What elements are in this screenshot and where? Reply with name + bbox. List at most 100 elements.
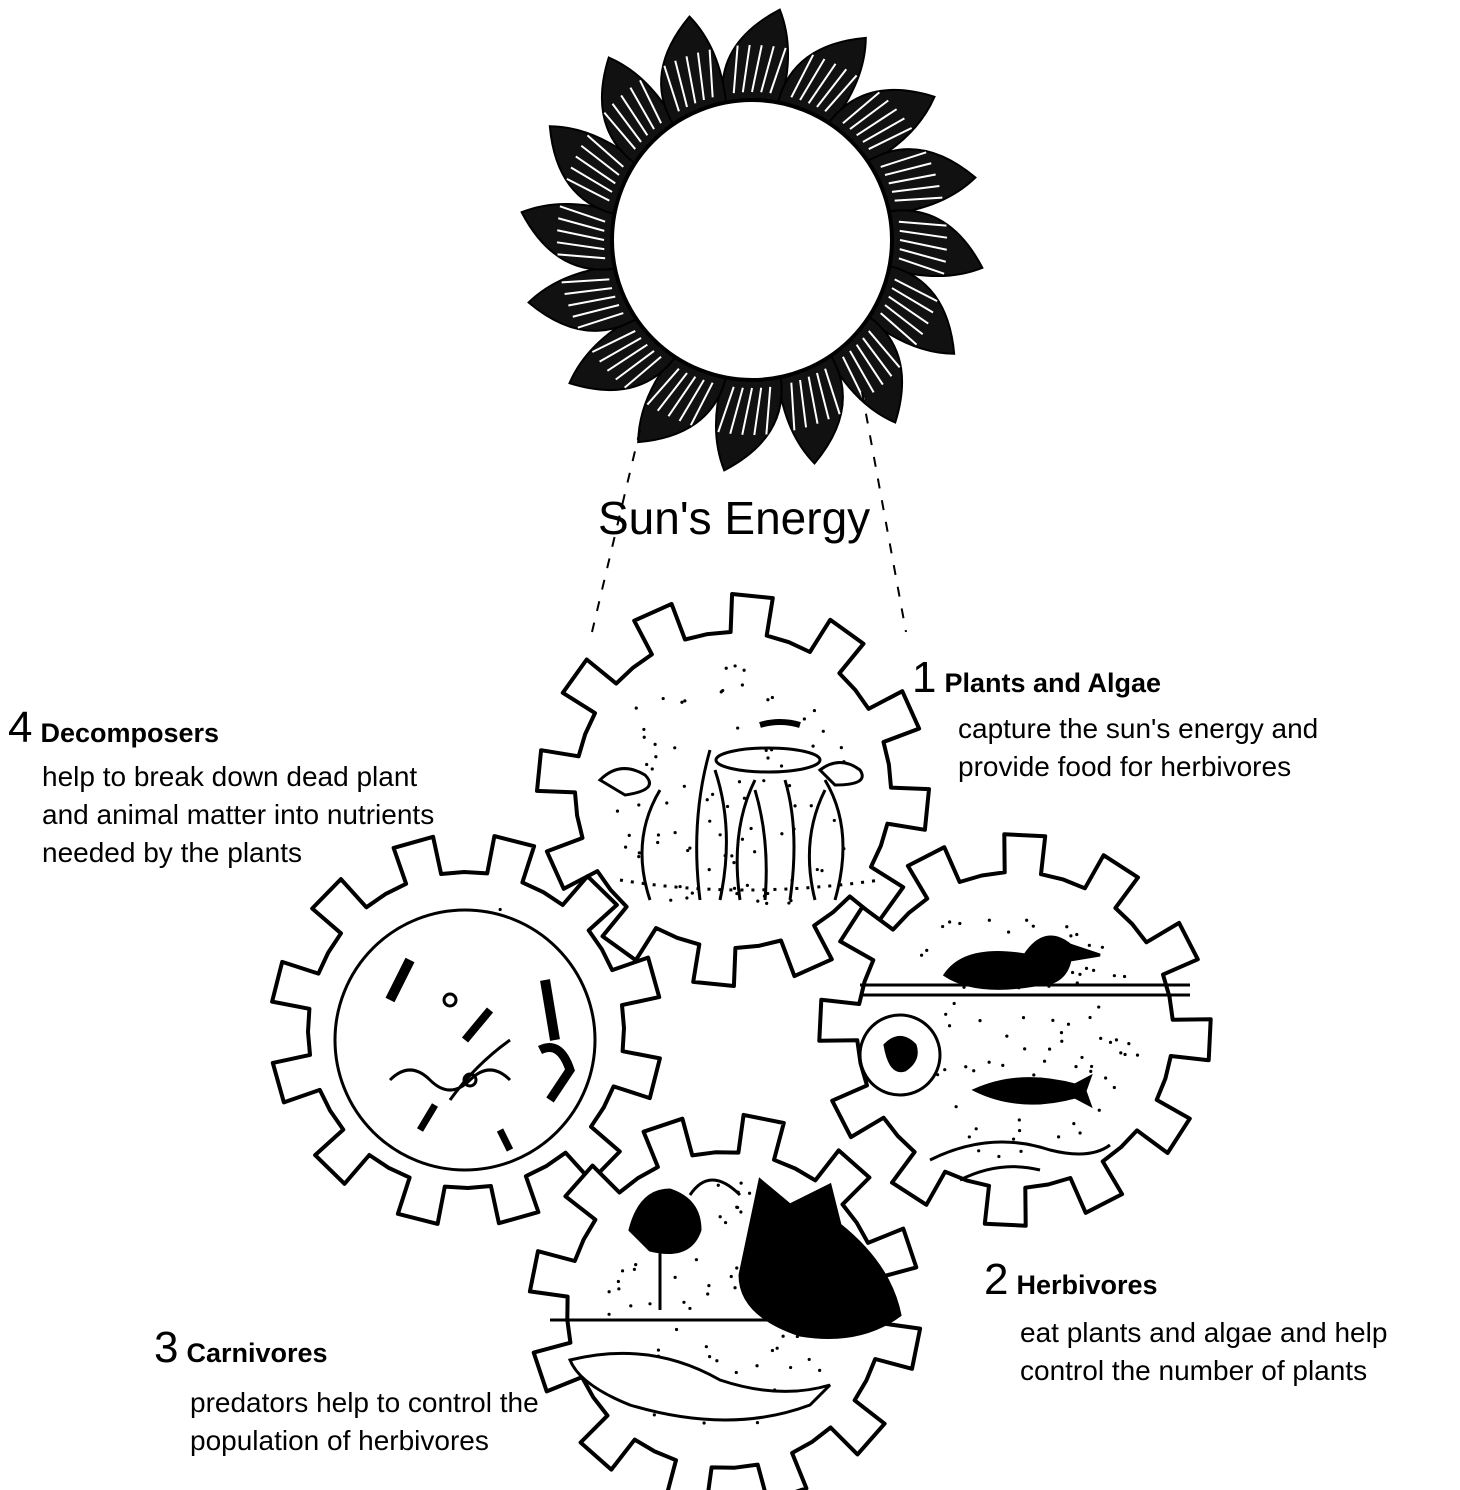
stipple-dot (1065, 925, 1068, 928)
stipple-dot (810, 804, 813, 807)
stipple-dot (816, 868, 819, 871)
diagram-title: Sun's Energy (598, 492, 870, 544)
stipple-dot (607, 1313, 610, 1316)
stipple-dot (789, 1366, 792, 1369)
stipple-dot (780, 832, 783, 835)
stipple-dot (638, 851, 641, 854)
stipple-dot (1088, 1016, 1091, 1019)
stipple-dot (1048, 1048, 1051, 1051)
stipple-dot (755, 1364, 758, 1367)
stipple-dot (735, 1371, 738, 1374)
stipple-dot (1109, 1041, 1112, 1044)
stipple-dot (765, 902, 768, 905)
stage-1-description: capture the sun's energy and provide foo… (958, 710, 1318, 786)
stipple-dot (1090, 1065, 1093, 1068)
stipple-dot (715, 1359, 718, 1362)
stipple-dot (925, 949, 928, 952)
stage-2-label: 2 Herbivores (984, 1258, 1158, 1302)
stipple-dot (739, 1210, 742, 1213)
stipple-dot (702, 1421, 705, 1424)
stipple-dot (682, 1301, 685, 1304)
stipple-dot (977, 1149, 980, 1152)
stipple-dot (624, 845, 627, 848)
stipple-dot (738, 780, 741, 783)
stage-1-number: 1 (912, 653, 936, 702)
stipple-dot (975, 1127, 978, 1130)
stipple-dot (621, 1269, 624, 1272)
stipple-dot (657, 833, 660, 836)
stipple-dot (683, 699, 686, 702)
stipple-dot (653, 1413, 656, 1416)
stipple-dot (1074, 1065, 1077, 1068)
stipple-dot (762, 779, 765, 782)
stipple-dot (741, 838, 744, 841)
stage-4-description: help to break down dead plant and animal… (42, 758, 434, 872)
stipple-dot (707, 1284, 710, 1287)
sun-icon (522, 10, 983, 471)
stipple-dot (669, 899, 672, 902)
stipple-dot (1032, 1073, 1035, 1076)
stipple-dot (1119, 1051, 1122, 1054)
stipple-dot (1022, 1016, 1025, 1019)
stipple-dot (1113, 1086, 1116, 1089)
stipple-dot (733, 1286, 736, 1289)
stipple-dot (1123, 975, 1126, 978)
stipple-dot (740, 1181, 743, 1184)
stage-1-heading: Plants and Algae (944, 668, 1161, 698)
stipple-dot (1097, 1005, 1100, 1008)
stipple-dot (988, 1061, 991, 1064)
sun-flame (889, 210, 982, 276)
stipple-dot (685, 896, 688, 899)
stipple-dot (803, 717, 806, 720)
stipple-dot (656, 841, 659, 844)
stage-2-heading: Herbivores (1016, 1270, 1157, 1300)
stipple-dot (978, 1019, 981, 1022)
stipple-dot (944, 1013, 947, 1016)
stipple-dot (616, 810, 619, 813)
stipple-dot (753, 850, 756, 853)
stipple-dot (1104, 1076, 1107, 1079)
stipple-dot (711, 793, 714, 796)
stipple-dot (665, 801, 668, 804)
stipple-dot (766, 756, 769, 759)
stipple-dot (657, 1348, 660, 1351)
stipple-dot (608, 1290, 611, 1293)
stipple-dot (782, 1335, 785, 1338)
stipple-dot (1018, 1118, 1021, 1121)
stipple-dot (1019, 1150, 1022, 1153)
stipple-dot (654, 743, 657, 746)
stipple-dot (688, 846, 691, 849)
stipple-dot (1088, 944, 1091, 947)
stipple-dot (920, 954, 923, 957)
stipple-dot (643, 736, 646, 739)
stipple-dot (1005, 1035, 1008, 1038)
stipple-dot (628, 834, 631, 837)
stage-1-label: 1 Plants and Algae (912, 656, 1161, 700)
stipple-dot (617, 1280, 620, 1283)
stipple-dot (818, 1369, 821, 1372)
stipple-dot (1007, 930, 1010, 933)
sun-flame (722, 10, 788, 103)
stipple-dot (766, 698, 769, 701)
stage-3-heading: Carnivores (186, 1338, 327, 1368)
stage-2-number: 2 (984, 1255, 1008, 1304)
stipple-dot (719, 1215, 722, 1218)
stipple-dot (1072, 1122, 1075, 1125)
stipple-dot (1018, 1129, 1021, 1132)
stage-4-heading: Decomposers (40, 718, 219, 748)
stipple-dot (705, 1345, 708, 1348)
stipple-dot (748, 1192, 751, 1195)
stipple-dot (633, 1268, 636, 1271)
sun-flame (522, 204, 615, 270)
stipple-dot (678, 885, 681, 888)
stipple-dot (717, 1184, 720, 1187)
stipple-dot (1085, 967, 1088, 970)
stipple-dot (708, 868, 711, 871)
stipple-dot (958, 922, 961, 925)
stipple-dot (1060, 1031, 1063, 1034)
stipple-dot (972, 1069, 975, 1072)
stipple-dot (733, 887, 736, 890)
stipple-dot (820, 869, 823, 872)
stipple-dot (793, 804, 796, 807)
stipple-dot (1078, 1131, 1081, 1134)
